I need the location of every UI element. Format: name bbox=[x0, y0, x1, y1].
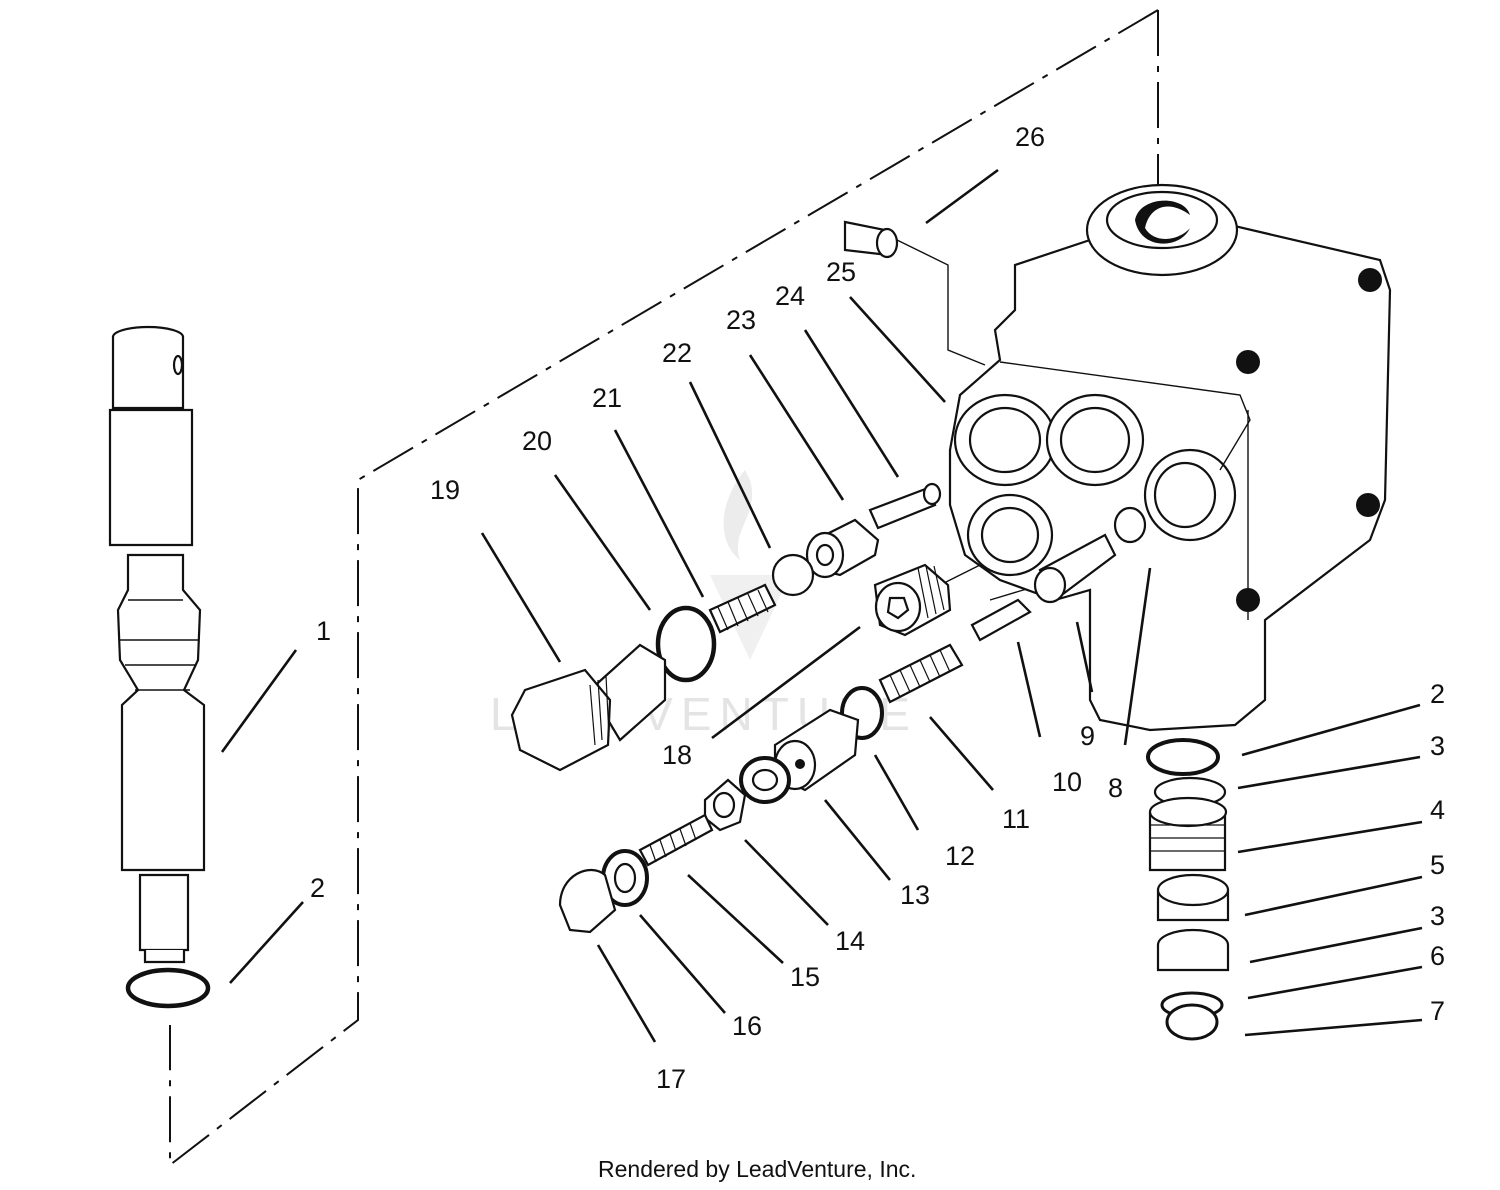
part-spool bbox=[108, 325, 211, 1009]
callout-21: 21 bbox=[592, 383, 622, 413]
callout-12: 12 bbox=[945, 841, 975, 871]
callout-19: 19 bbox=[430, 475, 460, 505]
callout-17: 17 bbox=[656, 1064, 686, 1094]
part-relief-plug bbox=[510, 643, 667, 772]
part-acorn-nut bbox=[558, 868, 617, 934]
callout-14: 14 bbox=[835, 926, 865, 956]
callout-3-upper: 3 bbox=[1430, 731, 1445, 761]
leader-lines bbox=[220, 168, 1423, 1043]
callout-1: 1 bbox=[316, 616, 331, 646]
callout-9: 9 bbox=[1080, 721, 1095, 751]
callout-7: 7 bbox=[1430, 996, 1445, 1026]
callout-8: 8 bbox=[1108, 773, 1123, 803]
part-stem bbox=[970, 598, 1032, 642]
part-poppet-seat bbox=[805, 518, 880, 579]
part-spring-upper bbox=[708, 583, 777, 634]
callout-22: 22 bbox=[662, 338, 692, 368]
part-ball bbox=[771, 553, 815, 597]
callout-6: 6 bbox=[1430, 941, 1445, 971]
part-right-stack bbox=[1146, 738, 1230, 1041]
part-plug bbox=[843, 220, 899, 259]
callout-16: 16 bbox=[732, 1011, 762, 1041]
callout-5: 5 bbox=[1430, 850, 1445, 880]
render-credit: Rendered by LeadVenture, Inc. bbox=[598, 1156, 916, 1182]
callout-18: 18 bbox=[662, 740, 692, 770]
callout-11: 11 bbox=[1002, 804, 1030, 834]
part-washer-nut bbox=[703, 756, 791, 832]
callout-20: 20 bbox=[522, 426, 552, 456]
callout-25: 25 bbox=[826, 257, 856, 287]
callout-labels: 1 2 2 3 4 5 3 6 7 8 9 10 11 12 13 14 15 … bbox=[310, 122, 1445, 1094]
assembly-boundary-lines bbox=[169, 9, 1159, 1168]
callout-15: 15 bbox=[790, 962, 820, 992]
callout-10: 10 bbox=[1052, 767, 1082, 797]
callout-23: 23 bbox=[726, 305, 756, 335]
callout-4: 4 bbox=[1430, 795, 1445, 825]
callout-2-left: 2 bbox=[310, 873, 325, 903]
part-pin bbox=[868, 482, 942, 530]
callout-26: 26 bbox=[1015, 122, 1045, 152]
part-adjust-screw bbox=[638, 813, 714, 867]
part-o-ring-upper bbox=[655, 605, 717, 683]
part-sleeve bbox=[1033, 506, 1147, 604]
part-valve-body bbox=[948, 183, 1392, 732]
callout-24: 24 bbox=[775, 281, 805, 311]
callout-2-right: 2 bbox=[1430, 679, 1445, 709]
callout-3-lower: 3 bbox=[1430, 901, 1445, 931]
part-setscrew-plug bbox=[873, 563, 952, 637]
callout-13: 13 bbox=[900, 880, 930, 910]
